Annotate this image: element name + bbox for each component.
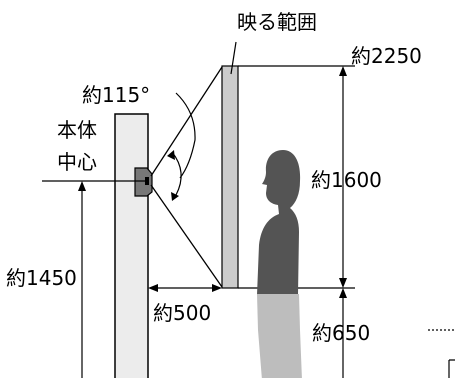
intercom-unit [134, 167, 153, 197]
person-silhouette-upper [257, 150, 301, 295]
cone-top-line [150, 66, 223, 177]
mount-height-label: 約1450 [6, 266, 77, 290]
body-center-label-line1: 本体 [57, 118, 97, 142]
viewing-range-label: 映る範囲 [237, 10, 317, 34]
wall [114, 113, 149, 382]
viewing-screen [221, 65, 239, 289]
range-leader [230, 41, 237, 75]
dim-650-arrow-top [339, 288, 347, 298]
angle-label: 約115° [82, 83, 151, 107]
bottom-height-label: 約650 [312, 321, 371, 345]
angle-arrow-top [167, 150, 175, 160]
cone-bottom-line [150, 184, 223, 288]
height-top-label: 約2250 [351, 44, 422, 68]
body-center-label-line2: 中心 [57, 150, 97, 174]
dim-500-arrow-left [148, 284, 158, 292]
person-silhouette-lower [257, 294, 302, 380]
distance-label: 約500 [153, 301, 212, 325]
dim-1600-arrow-top [339, 66, 347, 76]
dim-500-arrow-right [212, 284, 222, 292]
angle-arrow-bottom [171, 192, 179, 201]
range-height-label: 約1600 [311, 168, 382, 192]
dim-1600-arrow-bottom [339, 278, 347, 288]
corner-mark [448, 359, 455, 378]
angle-leader [175, 92, 196, 179]
dim-1450-arrow-top [78, 181, 86, 191]
